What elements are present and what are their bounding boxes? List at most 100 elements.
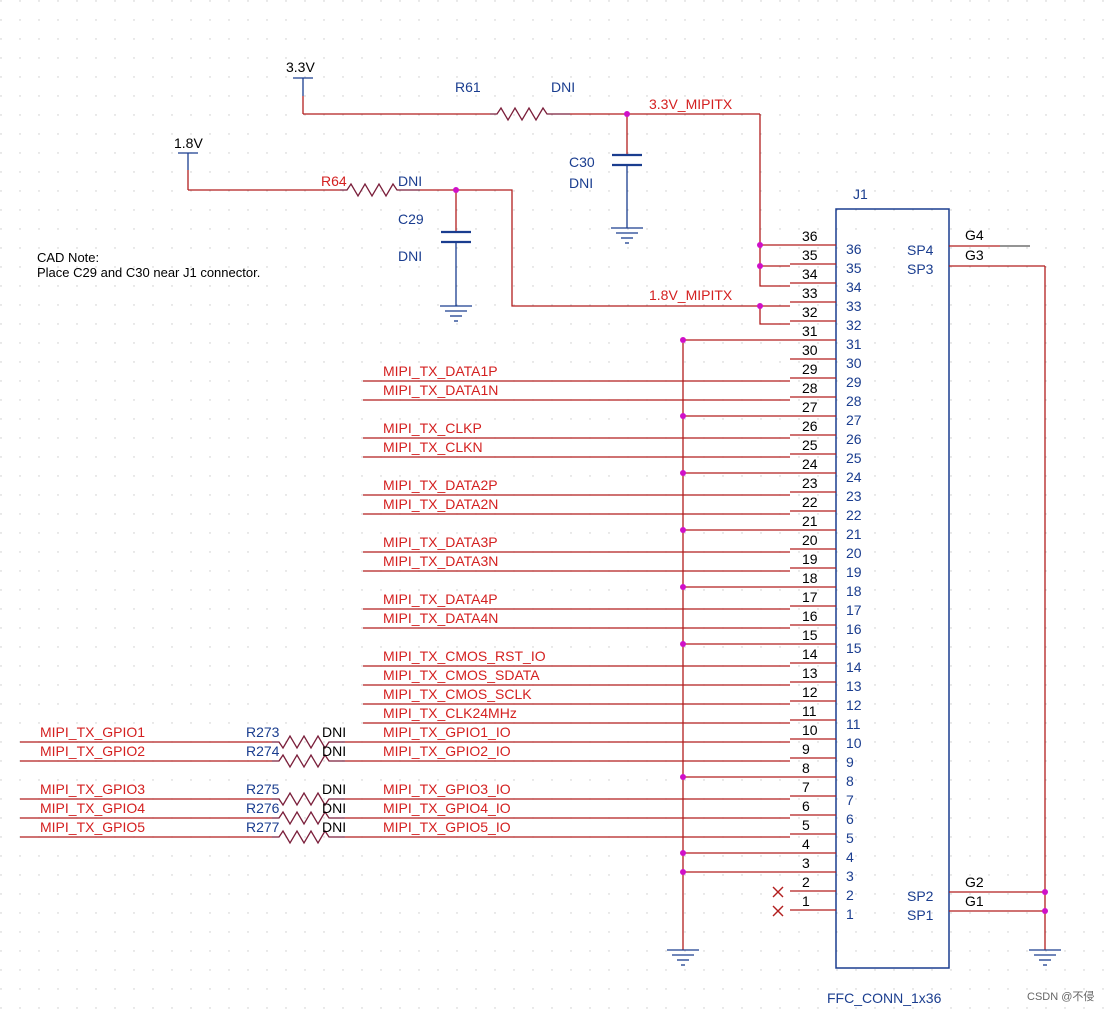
ground-junction-21: [680, 527, 686, 533]
ground-symbol-bus: [667, 949, 699, 966]
r274-ref: R274: [246, 743, 280, 759]
pin-inner-label-18: 18: [846, 583, 862, 599]
ground-symbol-c30: [611, 227, 643, 244]
j1-ref: J1: [853, 186, 868, 202]
pin-inner-label-25: 25: [846, 450, 862, 466]
pin-outer-label-1: 1: [802, 893, 810, 909]
pin-outer-label-11: 11: [802, 703, 817, 719]
pin-inner-label-31: 31: [846, 336, 862, 352]
ground-junction-4: [680, 850, 686, 856]
net-cmos-sclk: MIPI_TX_CMOS_SCLK: [383, 686, 532, 702]
r276-value: DNI: [322, 800, 346, 816]
pin-outer-label-5: 5: [802, 817, 810, 833]
r277-ref: R277: [246, 819, 280, 835]
power-label-3v3: 3.3V: [286, 59, 315, 75]
pin-outer-label-28: 28: [802, 380, 818, 396]
pin-inner-label-23: 23: [846, 488, 862, 504]
r61-ref: R61: [455, 79, 481, 95]
wire-1v8-pin32: [759, 306, 790, 325]
sp1-label: SP1: [907, 907, 934, 923]
net-cmos-rst: MIPI_TX_CMOS_RST_IO: [383, 648, 546, 664]
net-data4n: MIPI_TX_DATA4N: [383, 610, 498, 626]
pin-outer-label-27: 27: [802, 399, 818, 415]
pin-outer-label-2: 2: [802, 874, 810, 890]
pin-outer-label-19: 19: [802, 551, 818, 567]
pin-outer-label-21: 21: [802, 513, 818, 529]
net-data1n: MIPI_TX_DATA1N: [383, 382, 498, 398]
net-gpio4: MIPI_TX_GPIO4: [40, 800, 145, 816]
pin-inner-label-22: 22: [846, 507, 862, 523]
net-data3n: MIPI_TX_DATA3N: [383, 553, 498, 569]
pin-inner-label-27: 27: [846, 412, 862, 428]
cad-note-title: CAD Note:: [37, 250, 99, 265]
net-1v8-mipitx: [420, 189, 790, 307]
pin-outer-label-8: 8: [802, 760, 810, 776]
pin-outer-label-6: 6: [802, 798, 810, 814]
pin-inner-label-26: 26: [846, 431, 862, 447]
pin-inner-label-15: 15: [846, 640, 862, 656]
pin-outer-label-17: 17: [802, 589, 818, 605]
net-clkn: MIPI_TX_CLKN: [383, 439, 483, 455]
pin-outer-label-15: 15: [802, 627, 818, 643]
j1-part: FFC_CONN_1x36: [827, 990, 942, 1006]
pin-outer-label-26: 26: [802, 418, 818, 434]
capacitor-c29: C29 DNI: [398, 190, 471, 306]
pin-outer-label-3: 3: [802, 855, 810, 871]
ground-junction-8: [680, 774, 686, 780]
power-label-1v8: 1.8V: [174, 135, 203, 151]
r273-ref: R273: [246, 724, 280, 740]
pin-inner-label-17: 17: [846, 602, 862, 618]
net-clkp: MIPI_TX_CLKP: [383, 420, 482, 436]
ground-symbol-shield: [1029, 949, 1061, 966]
pin-inner-label-29: 29: [846, 374, 862, 390]
pin-inner-label-19: 19: [846, 564, 862, 580]
r275-value: DNI: [322, 781, 346, 797]
resistor-r61: R61 DNI: [455, 79, 575, 122]
pin-outer-label-22: 22: [802, 494, 818, 510]
g2-label: G2: [965, 874, 984, 890]
pin-inner-label-14: 14: [846, 659, 862, 675]
pin-inner-label-11: 11: [846, 716, 861, 732]
ground-junction-24: [680, 470, 686, 476]
gpio-resistors: MIPI_TX_GPIO1 R273 DNI MIPI_TX_GPIO2 R27…: [20, 724, 346, 845]
ground-junction-31: [680, 337, 686, 343]
pin-outer-label-12: 12: [802, 684, 818, 700]
pin-inner-label-13: 13: [846, 678, 862, 694]
r273-value: DNI: [322, 724, 346, 740]
net-gpio4-io: MIPI_TX_GPIO4_IO: [383, 800, 511, 816]
ground-junction-27: [680, 413, 686, 419]
net-data3p: MIPI_TX_DATA3P: [383, 534, 498, 550]
pin-outer-label-31: 31: [802, 323, 818, 339]
net-gpio3: MIPI_TX_GPIO3: [40, 781, 145, 797]
pin-inner-label-10: 10: [846, 735, 862, 751]
net-label-3v3-mipitx: 3.3V_MIPITX: [649, 96, 733, 112]
c30-value: DNI: [569, 175, 593, 191]
pin-outer-label-35: 35: [802, 247, 818, 263]
watermark: CSDN @不侵: [1027, 990, 1094, 1003]
net-gpio3-io: MIPI_TX_GPIO3_IO: [383, 781, 511, 797]
net-gpio1: MIPI_TX_GPIO1: [40, 724, 145, 740]
pin-inner-label-4: 4: [846, 849, 854, 865]
c29-ref: C29: [398, 211, 424, 227]
ground-taps: [680, 337, 790, 875]
signal-nets: MIPI_TX_DATA1P MIPI_TX_DATA1N MIPI_TX_CL…: [345, 363, 790, 838]
pin-outer-label-18: 18: [802, 570, 818, 586]
j1-pin-numbers: 3635343332313029282726252423222120191817…: [846, 241, 862, 922]
capacitor-c30: C30 DNI: [569, 114, 642, 228]
net-label-1v8-mipitx: 1.8V_MIPITX: [649, 287, 733, 303]
pin-outer-label-24: 24: [802, 456, 818, 472]
r61-value: DNI: [551, 79, 575, 95]
r64-ref: R64: [321, 173, 347, 189]
pin-outer-label-29: 29: [802, 361, 818, 377]
net-gpio2-io: MIPI_TX_GPIO2_IO: [383, 743, 511, 759]
sp2-label: SP2: [907, 888, 934, 904]
ground-junction-3: [680, 869, 686, 875]
pin-inner-label-1: 1: [846, 906, 854, 922]
net-clk24mhz: MIPI_TX_CLK24MHz: [383, 705, 517, 721]
r275-ref: R275: [246, 781, 280, 797]
pin-inner-label-8: 8: [846, 773, 854, 789]
pin-outer-label-23: 23: [802, 475, 818, 491]
j1-pin-stubs: 3635343332313029282726252423222120191817…: [790, 228, 836, 911]
